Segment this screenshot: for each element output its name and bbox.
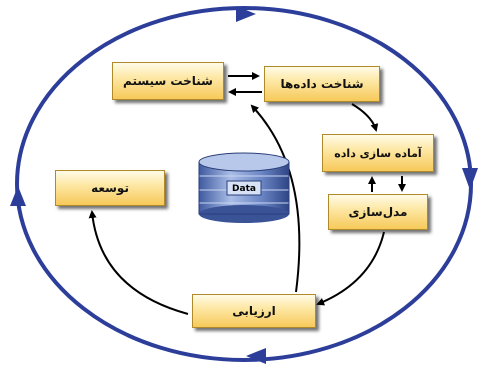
box-deployment-label: توسعه — [91, 181, 129, 195]
arrow-evaluation-to-deployment — [88, 210, 189, 315]
box-deployment: توسعه — [55, 170, 165, 206]
box-system-understanding: شناخت سیستم — [112, 62, 224, 100]
box-data-preparation: آماده سازی داده — [322, 134, 434, 172]
database-label: Data — [232, 184, 256, 194]
box-data-understanding-label: شناخت داده‌ها — [280, 77, 364, 91]
outer-cycle-arrow-bottom — [246, 348, 266, 364]
arrow-modeling-to-evaluation — [316, 231, 385, 306]
box-system-understanding-label: شناخت سیستم — [123, 74, 213, 88]
box-evaluation-label: ارزیابی — [232, 304, 276, 318]
box-modeling: مدل‌سازی — [328, 194, 428, 230]
outer-cycle-arrow-left — [10, 186, 26, 206]
database-icon: Data — [198, 152, 290, 223]
box-evaluation: ارزیابی — [192, 294, 316, 328]
box-data-preparation-label: آماده سازی داده — [334, 146, 422, 160]
arrow-evaluation-to-system — [250, 104, 301, 293]
outer-cycle-arrow-top — [236, 6, 256, 22]
arrow-data-to-preparation — [351, 103, 379, 132]
box-modeling-label: مدل‌سازی — [348, 205, 408, 219]
box-data-understanding: شناخت داده‌ها — [264, 66, 380, 102]
outer-cycle-arrow-right — [462, 168, 478, 190]
